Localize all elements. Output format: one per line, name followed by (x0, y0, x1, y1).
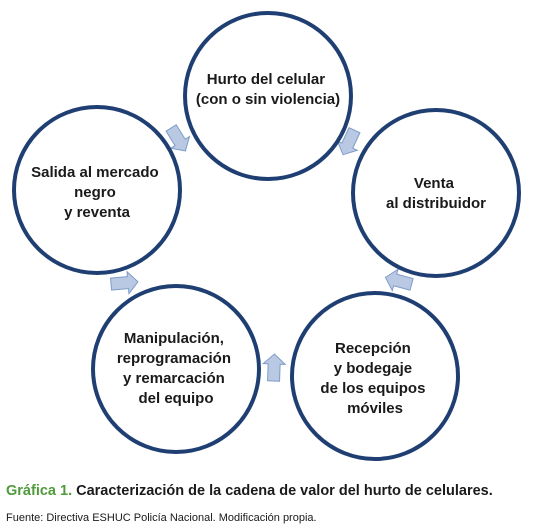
node-hurto: Hurto del celular (con o sin violencia) (183, 11, 353, 181)
arrow-manipulacion-to-salida (109, 270, 139, 295)
figure-caption-label: Gráfica 1. (6, 483, 73, 499)
node-circle (183, 11, 353, 181)
arrow-right-icon (109, 270, 139, 295)
node-label-line: de los equipos (320, 380, 425, 397)
node-recepcion: Recepción y bodegaje de los equipos móvi… (290, 291, 460, 461)
node-label-line: Hurto del celular (207, 71, 326, 88)
figure-caption: Gráfica 1. Caracterización de la cadena … (6, 483, 493, 499)
node-circle (12, 105, 182, 275)
node-label-line: reprogramación (117, 350, 231, 367)
arrow-right-icon (261, 353, 287, 382)
figure-caption-text: Caracterización de la cadena de valor de… (76, 483, 493, 499)
node-label-line: Recepción (335, 340, 411, 357)
arrow-right-icon (384, 268, 414, 292)
node-label: Hurto del celular (con o sin violencia) (196, 71, 340, 108)
node-circle (351, 108, 521, 278)
arrow-recepcion-to-manipulacion (261, 353, 287, 382)
node-circle (290, 291, 460, 461)
arrow-right-icon (165, 124, 191, 152)
node-manipulacion: Manipulación, reprogramación y remarcaci… (91, 284, 261, 454)
node-label: Venta al distribuidor (386, 175, 486, 212)
node-label-line: y remarcación (123, 370, 225, 387)
value-chain-cycle-diagram: Hurto del celular (con o sin violencia) … (12, 11, 521, 461)
node-label-line: Manipulación, (124, 330, 224, 347)
arrow-right-icon (336, 127, 361, 156)
arrow-venta-to-recepcion (384, 268, 414, 292)
arrow-hurto-to-venta (336, 127, 361, 156)
arrow-salida-to-hurto (165, 124, 191, 152)
node-label-line: móviles (347, 400, 403, 417)
node-circle (91, 284, 261, 454)
node-label-line: Salida al mercado (31, 164, 159, 181)
node-label-line: y bodegaje (334, 360, 412, 377)
node-label-line: (con o sin violencia) (196, 91, 340, 108)
node-label-line: negro (74, 184, 116, 201)
figure-source: Fuente: Directiva ESHUC Policía Nacional… (6, 512, 317, 524)
node-label-line: al distribuidor (386, 195, 486, 212)
node-label: Salida al mercado negro y reventa (31, 164, 163, 221)
node-label-line: y reventa (64, 204, 131, 221)
node-label: Manipulación, reprogramación y remarcaci… (117, 330, 235, 407)
node-label: Recepción y bodegaje de los equipos móvi… (320, 340, 429, 417)
node-label-line: del equipo (139, 390, 214, 407)
node-label-line: Venta (414, 175, 455, 192)
node-salida: Salida al mercado negro y reventa (12, 105, 182, 275)
node-venta: Venta al distribuidor (351, 108, 521, 278)
